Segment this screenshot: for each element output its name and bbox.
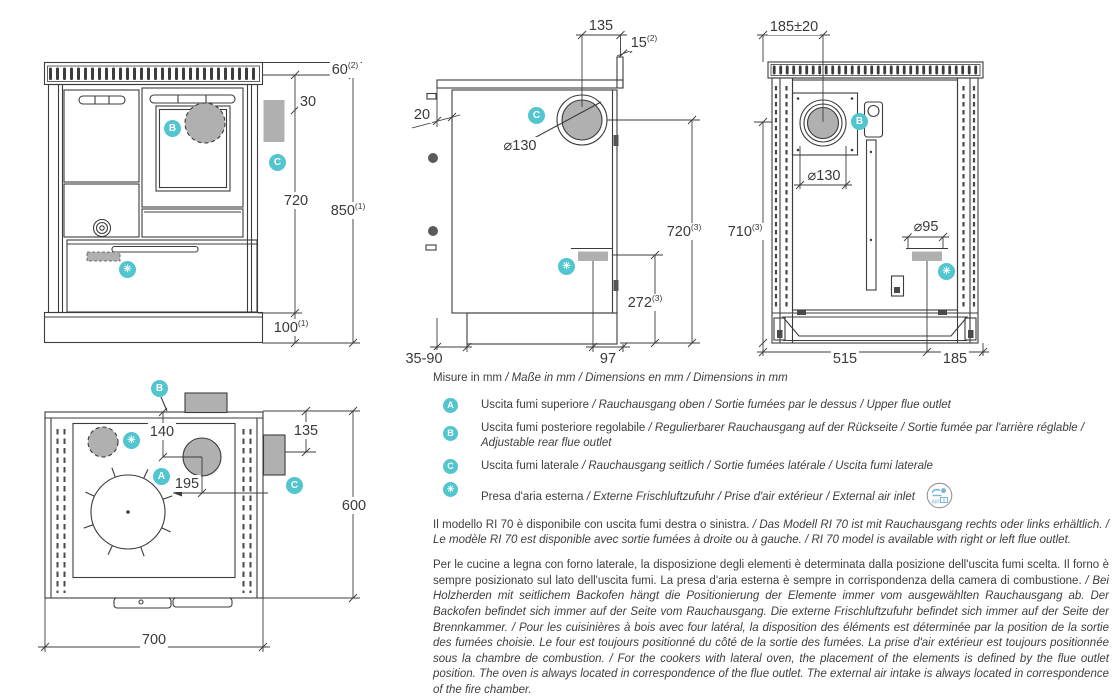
marker-b-front: B [164, 120, 181, 137]
dim-side-plinth-recess: 35-90 [403, 350, 445, 368]
dim-rear-flue-diameter: ⌀130 [805, 167, 843, 185]
note-lateral-oven-placement: Per le cucine a legna con forno laterale… [433, 559, 1109, 697]
dim-top-depth: 600 [339, 497, 369, 515]
legend-text: Uscita fumi posteriore regolabile / Regu… [481, 421, 1085, 449]
svg-text:AIR: AIR [932, 499, 941, 505]
external-air-icon: AIR [926, 482, 953, 509]
note-flue-side-availability: Il modello RI 70 è disponibile con uscit… [433, 518, 1109, 547]
marker-c-side: C [528, 107, 545, 124]
dim-side-upstand: 15(2) [628, 33, 660, 52]
dim-front-total-height: 850(1) [328, 201, 368, 220]
dim-side-overhang: 20 [411, 106, 433, 124]
top-air-inlet-grey [87, 426, 119, 458]
dim-side-flue-diameter: ⌀130 [501, 137, 539, 155]
top-hotplate [90, 474, 166, 550]
marker-air-legend: ✳ [443, 481, 458, 497]
legend-text: Presa d'aria esterna / Externe Frischluf… [481, 490, 915, 503]
front-firebox-door [63, 183, 140, 238]
rear-air-inlet-grey [912, 251, 942, 261]
front-side-flue-grey [263, 100, 285, 142]
marker-a-legend: A [443, 397, 458, 413]
front-drawer [66, 239, 258, 313]
legend-item-lateral-flue-outlet: C Uscita fumi laterale / Rauchausgang se… [433, 458, 1109, 474]
marker-air-front: ✳ [119, 261, 136, 278]
dim-front-body-height: 720 [281, 192, 311, 210]
marker-c-top: C [286, 477, 303, 494]
rear-view [754, 30, 989, 357]
front-rear-flue-grey [184, 102, 226, 144]
dim-rear-air-diameter: ⌀95 [911, 218, 941, 236]
legend-item-rear-flue-outlet: B Uscita fumi posteriore regolabile / Re… [433, 421, 1109, 451]
dim-top-width: 700 [139, 631, 169, 649]
dim-rear-air-offset: 515 [830, 350, 860, 368]
units-note: Misure in mm / Maße in mm / Dimensions e… [433, 372, 788, 384]
marker-c-front: C [269, 154, 286, 171]
top-side-flue-grey [262, 434, 286, 476]
marker-b-rear: B [851, 113, 868, 130]
marker-c-legend: C [443, 458, 458, 474]
marker-a-top: A [153, 468, 170, 485]
front-air-inlet-grey [86, 251, 121, 262]
dim-side-flue-to-back: 135 [586, 17, 616, 35]
dim-front-side-outlet-offset: 30 [297, 93, 319, 111]
side-air-inlet-grey [578, 251, 608, 261]
notes-panel: Misure in mm / Maße in mm / Dimensions e… [433, 371, 1109, 699]
dim-front-plinth-height: 100(1) [271, 318, 311, 337]
dim-side-air-inlet-height: 272(3) [625, 293, 665, 312]
dim-top-flue-from-back: 140 [147, 423, 177, 441]
side-view [411, 30, 700, 352]
marker-air-side: ✳ [558, 258, 575, 275]
dim-rear-air-to-side: 185 [940, 350, 970, 368]
front-left-door [63, 89, 140, 183]
dim-rear-flue-offset: 185±20 [767, 18, 821, 36]
legend-item-upper-flue-outlet: A Uscita fumi superiore / Rauchausgang o… [433, 397, 1109, 413]
legend-text: Uscita fumi superiore / Rauchausgang obe… [481, 398, 951, 411]
marker-b-top: B [151, 380, 168, 397]
marker-air-top: ✳ [123, 432, 140, 449]
dim-side-flue-height: 720(3) [664, 222, 704, 241]
legend-item-external-air-inlet: ✳ Presa d'aria esterna / Externe Frischl… [433, 481, 1109, 509]
top-rear-flue-grey [184, 392, 228, 414]
dim-rear-flue-height: 710(3) [725, 222, 765, 241]
dim-top-flue-from-side: 195 [172, 475, 202, 493]
dim-top-side-outlet-offset: 135 [291, 422, 321, 440]
front-oven-door [141, 87, 244, 208]
front-view [43, 61, 362, 348]
marker-b-legend: B [443, 425, 458, 441]
top-view [38, 392, 360, 652]
legend-text: Uscita fumi laterale / Rauchausgang seit… [481, 459, 933, 472]
dim-front-worktop-height: 60(2) [329, 60, 361, 79]
dim-side-air-inlet-depth: 97 [597, 350, 619, 368]
marker-air-rear: ✳ [938, 263, 955, 280]
